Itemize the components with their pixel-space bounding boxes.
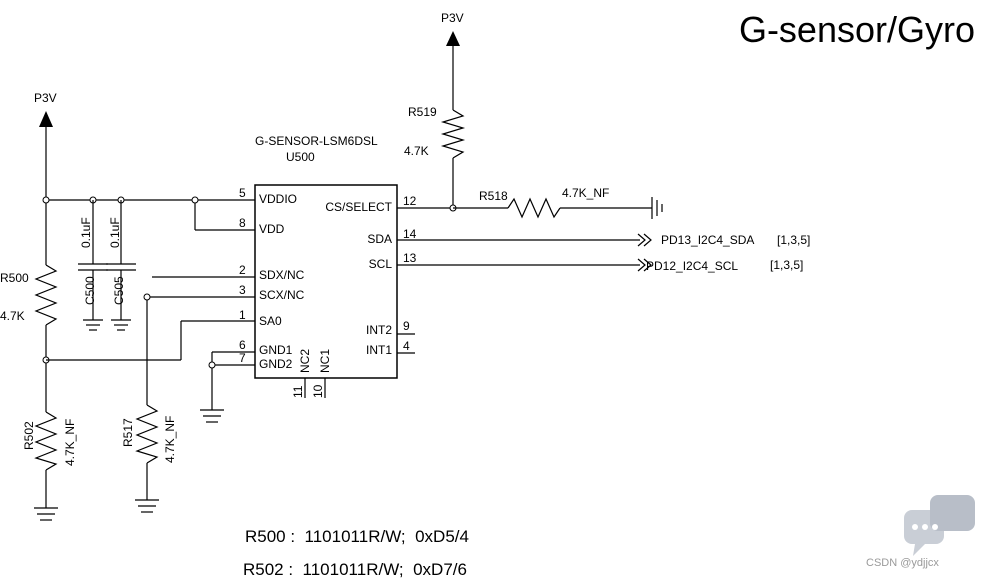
resistor-r518: [453, 197, 652, 219]
svg-text:SCX/NC: SCX/NC: [259, 288, 305, 302]
svg-text:7: 7: [239, 351, 246, 365]
svg-text:INT2: INT2: [366, 323, 392, 337]
chip-part-label: G-SENSOR-LSM6DSL: [255, 134, 378, 148]
svg-text:VDD: VDD: [259, 222, 285, 236]
svg-text:14: 14: [403, 227, 417, 241]
sa0-wire: [46, 320, 212, 361]
resistor-r519-value: 4.7K: [404, 144, 429, 158]
svg-text:8: 8: [239, 216, 246, 230]
chip-pin-gnd2: 7 GND2: [212, 351, 293, 371]
resistor-r519: [440, 109, 466, 212]
gnd-pins-wire: [208, 352, 216, 410]
offpage-connector-sda-icon: [637, 233, 652, 247]
net-pages-sda: [1,3,5]: [777, 233, 810, 247]
chat-bubble-icon: [904, 495, 975, 556]
resistor-r517-ref: R517: [121, 418, 135, 447]
svg-text:CS/SELECT: CS/SELECT: [325, 200, 392, 214]
resistor-r502-ref: R502: [22, 421, 36, 450]
svg-text:1: 1: [239, 308, 246, 322]
resistor-r502-value: 4.7K_NF: [63, 419, 77, 466]
svg-text:NC2: NC2: [298, 349, 312, 373]
chip-pin-nc2: 11 NC2: [291, 349, 312, 398]
svg-text:INT1: INT1: [366, 343, 392, 357]
svg-text:SDA: SDA: [367, 232, 392, 246]
capacitor-c505: [106, 200, 136, 331]
capacitor-c505-ref: C505: [112, 276, 126, 305]
watermark-text: CSDN @ydjjcx: [866, 557, 939, 569]
chip-pin-scx: 3 SCX/NC: [212, 283, 305, 302]
power-arrow-p3v-left: [39, 111, 53, 265]
resistor-r500: [34, 264, 58, 412]
svg-text:SCL: SCL: [369, 257, 393, 271]
power-label-p3v-left: P3V: [34, 91, 57, 105]
ground-icon-r517: [135, 499, 159, 513]
capacitor-c500-value: 0.1uF: [79, 217, 93, 248]
svg-text:10: 10: [311, 384, 325, 398]
ground-icon-r518: [651, 197, 663, 219]
net-label-scl: PD12_I2C4_SCL: [646, 259, 738, 273]
svg-text:4: 4: [403, 339, 410, 353]
svg-text:VDDIO: VDDIO: [259, 192, 297, 206]
chip-pin-int1: 4 INT1: [366, 339, 415, 357]
resistor-r518-ref: R518: [479, 189, 508, 203]
chip-body: [254, 184, 398, 379]
chip-pin-gnd1: 6 GND1: [212, 338, 293, 357]
offpage-connector-scl-icon: [637, 258, 652, 272]
chip-pin-sda: 14 SDA: [367, 227, 640, 246]
capacitor-c500: [78, 200, 108, 331]
svg-text:3: 3: [239, 283, 246, 297]
svg-text:5: 5: [239, 186, 246, 200]
capacitor-c505-value: 0.1uF: [108, 217, 122, 248]
capacitor-c500-ref: C500: [83, 276, 97, 305]
resistor-r502: [34, 411, 58, 508]
chip-pin-scl: 13 SCL: [369, 251, 640, 271]
resistor-r519-ref: R519: [408, 105, 437, 119]
chip-ref-label: U500: [286, 150, 315, 164]
svg-text:GND2: GND2: [259, 357, 293, 371]
svg-text:12: 12: [403, 194, 417, 208]
net-pages-scl: [1,3,5]: [770, 258, 803, 272]
svg-text:13: 13: [403, 251, 417, 265]
sheet-title: G-sensor/Gyro: [739, 9, 975, 50]
resistor-r518-value: 4.7K_NF: [562, 186, 609, 200]
svg-text:SA0: SA0: [259, 314, 282, 328]
address-note-r502: R502 : 1101011R/W; 0xD7/6: [243, 560, 467, 578]
ground-icon-chip: [200, 409, 224, 423]
chip-pin-vddio: 5 VDDIO: [195, 186, 297, 206]
scx-wire: [143, 276, 212, 405]
resistor-r500-value: 4.7K: [0, 309, 25, 323]
net-label-sda: PD13_I2C4_SDA: [661, 233, 754, 247]
chip-pin-nc1: 10 NC1: [311, 349, 332, 398]
svg-text:SDX/NC: SDX/NC: [259, 268, 305, 282]
resistor-r500-ref: R500: [0, 271, 29, 285]
chip-pin-vdd: 8 VDD: [195, 216, 285, 236]
resistor-r517: [135, 404, 159, 500]
svg-text:2: 2: [239, 263, 246, 277]
address-note-r500: R500 : 1101011R/W; 0xD5/4: [245, 527, 469, 546]
svg-text:9: 9: [403, 319, 410, 333]
ground-icon-r502: [34, 507, 58, 521]
power-arrow-p3v-right: [446, 31, 460, 110]
chip-pin-sa0: 1 SA0: [212, 308, 282, 328]
chip-pin-sdx: 2 SDX/NC: [212, 263, 305, 282]
resistor-r517-value: 4.7K_NF: [163, 416, 177, 463]
svg-text:11: 11: [291, 385, 305, 398]
svg-text:GND1: GND1: [259, 343, 293, 357]
svg-text:NC1: NC1: [318, 349, 332, 373]
power-label-p3v-right: P3V: [441, 11, 464, 25]
chip-pin-cs-select: 12 CS/SELECT: [325, 194, 453, 214]
chip-pin-int2: 9 INT2: [366, 319, 415, 337]
svg-text:6: 6: [239, 338, 246, 352]
